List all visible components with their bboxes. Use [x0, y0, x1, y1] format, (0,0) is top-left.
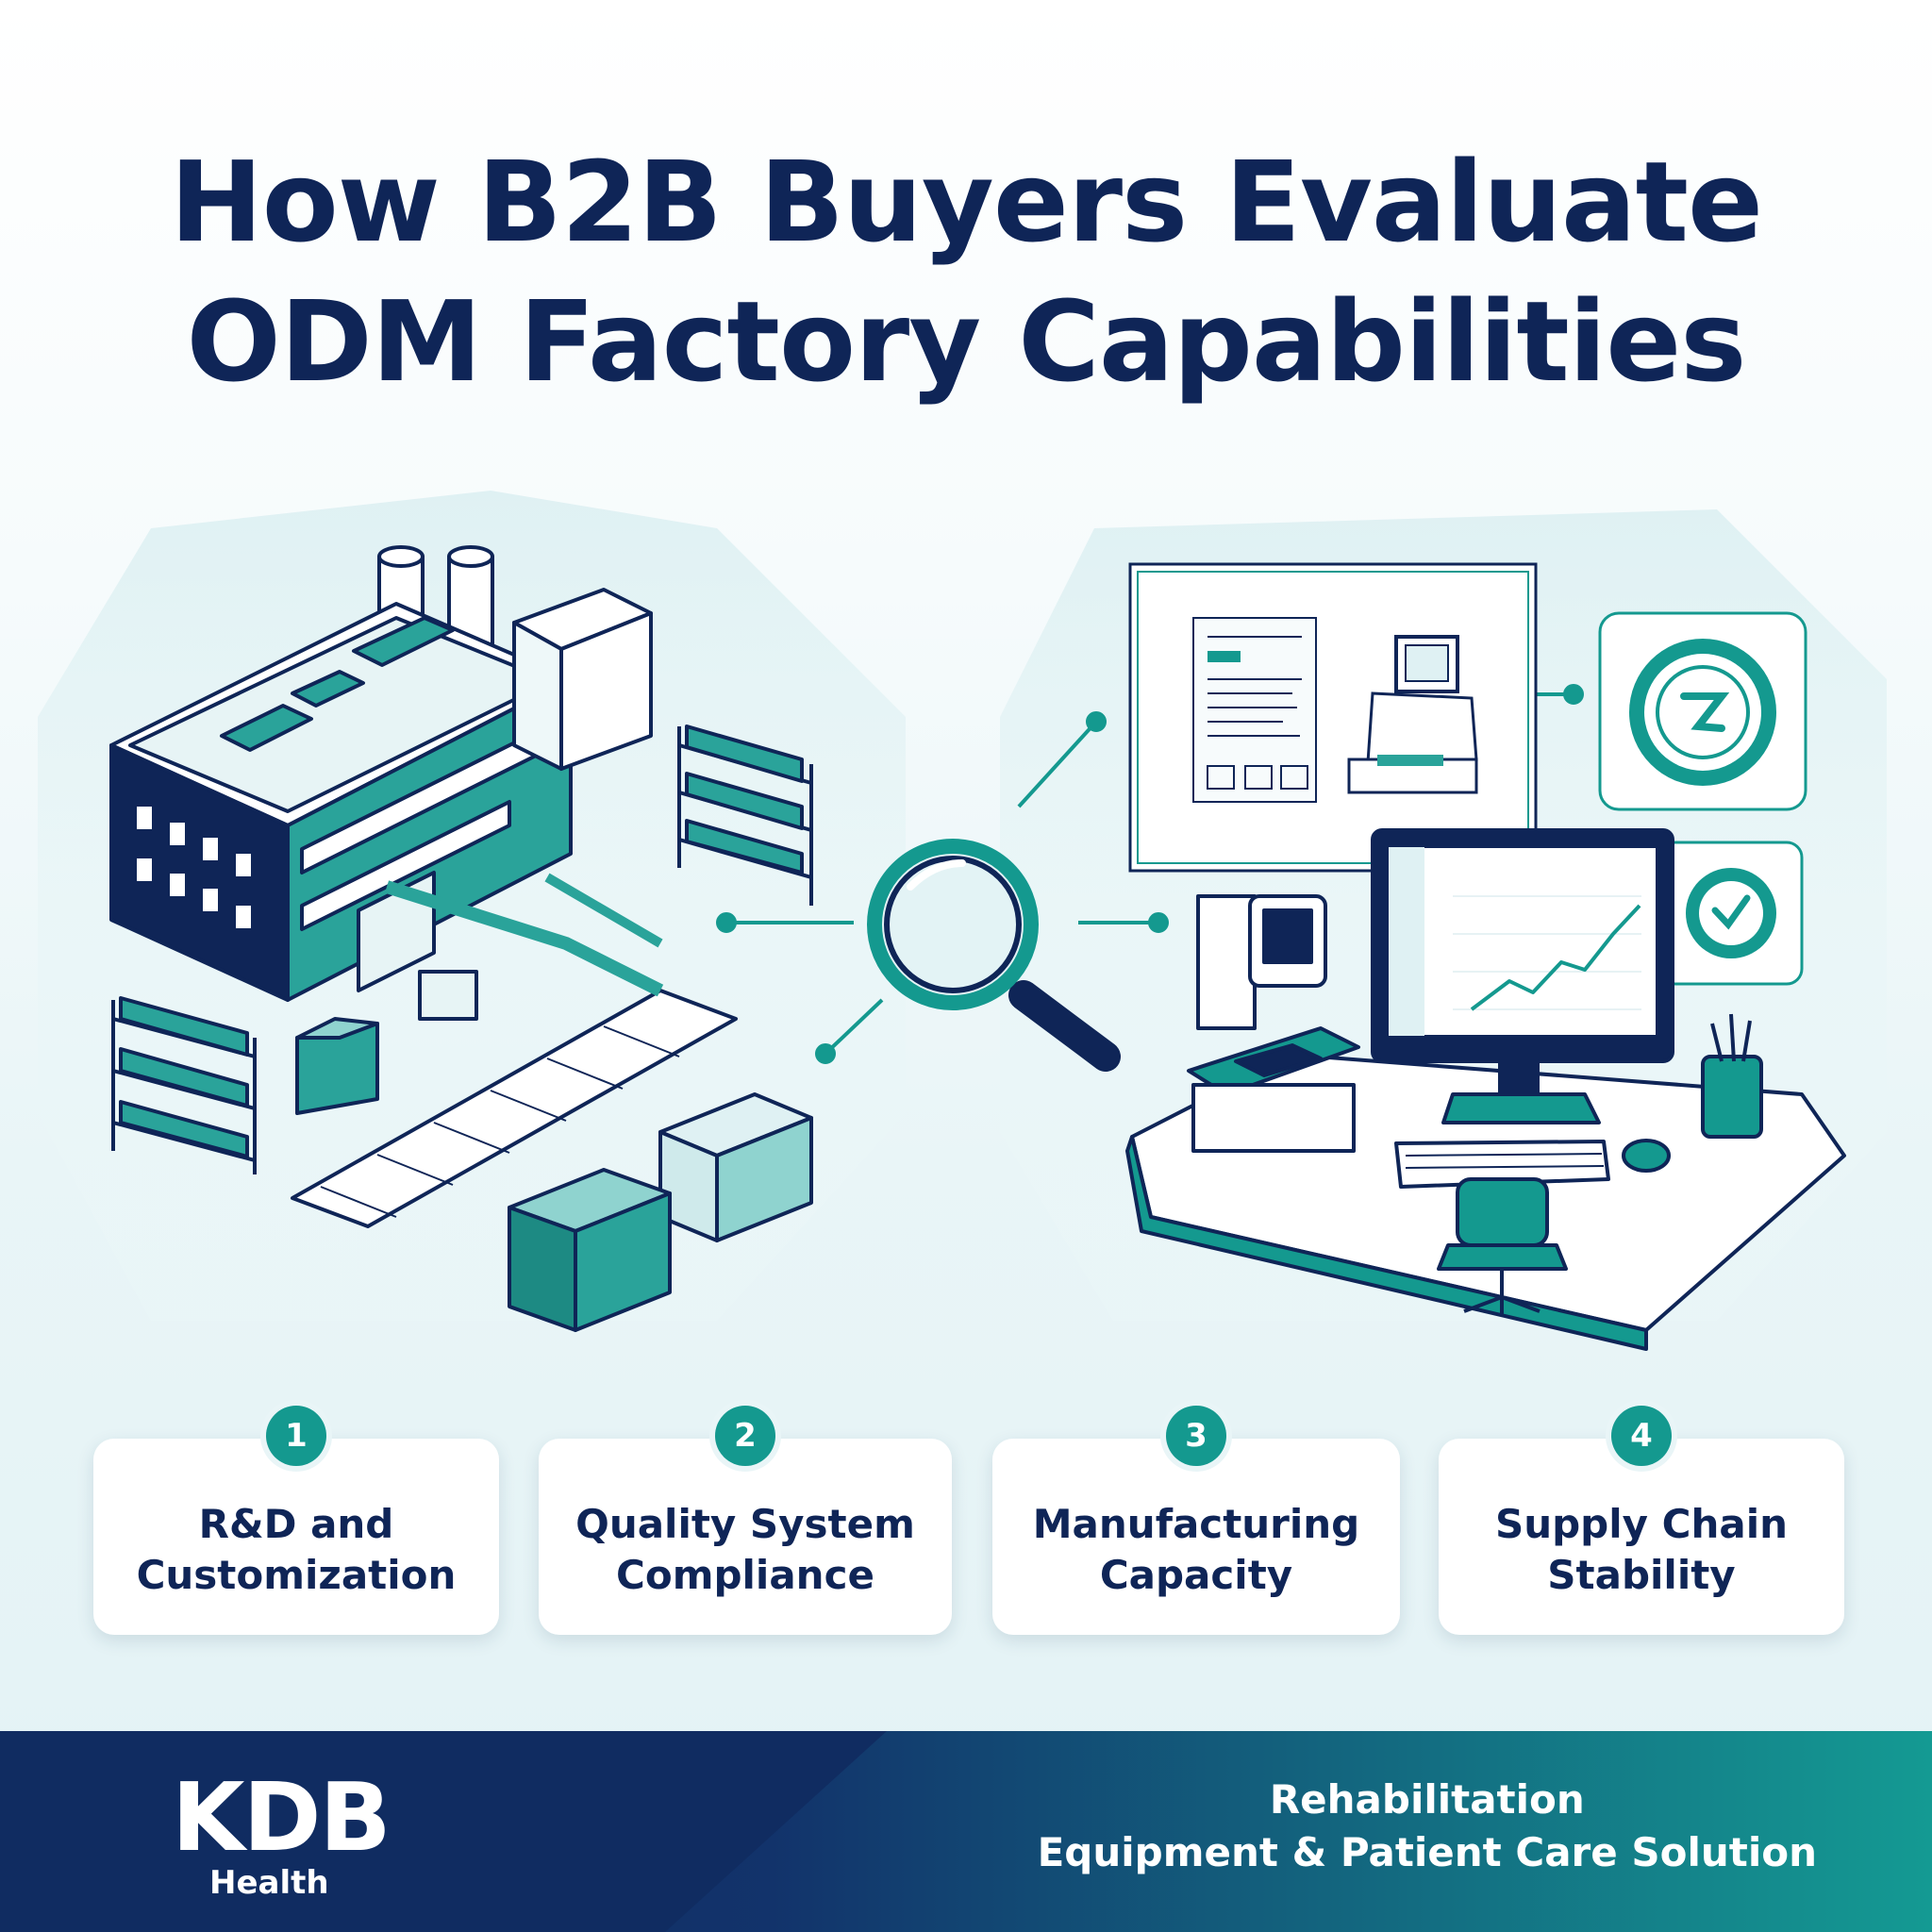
blueprint-document-icon [1128, 562, 1538, 873]
footer-tagline: Rehabilitation Equipment & Patient Care … [1038, 1774, 1817, 1879]
connector-lines [716, 684, 1584, 1064]
brand-subtitle: Health [209, 1864, 329, 1902]
tagline-line-1: Rehabilitation [1269, 1776, 1585, 1823]
tagline-line-2: Equipment & Patient Care Solution [1037, 1829, 1817, 1875]
magnifying-glass-icon [867, 839, 1121, 1072]
certification-seal-icon [1598, 611, 1807, 811]
page-title: How B2B Buyers Evaluate ODM Factory Capa… [0, 132, 1932, 411]
brand-logo: KDB [172, 1762, 391, 1873]
title-line-2: ODM Factory Capabilities [186, 276, 1747, 407]
engineering-workstation-icon [1125, 828, 1846, 1351]
quality-badge-icon [1658, 841, 1804, 986]
factory-illustration-icon [109, 545, 813, 1332]
title-line-1: How B2B Buyers Evaluate [169, 137, 1763, 267]
